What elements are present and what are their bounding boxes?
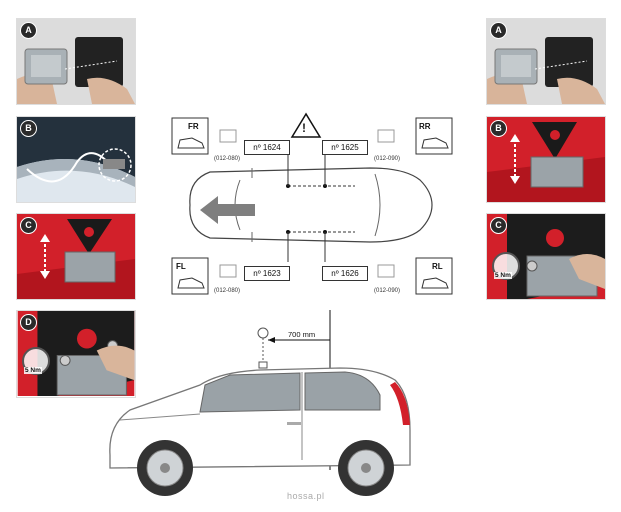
step-b-photo-left: B [16,116,136,203]
step-a-photo-left: A [16,18,136,105]
step-d-badge: D [20,314,37,331]
torque-label-left: 5 Nm [24,367,42,374]
step-a-badge: A [20,22,37,39]
step-c-badge: C [20,217,37,234]
step-a-photo-right: A [486,18,606,105]
code-rl: (012-090) [374,288,401,294]
label-fl: FL [176,262,186,271]
label-rr: RR [419,122,431,131]
step-c-badge-right: C [490,217,507,234]
part-number-1626: nº 1626 [322,266,368,281]
torque-label-right: 5 Nm [494,272,512,279]
rack-layout-diagram: ! FR RR FL RL nº 1624 nº 1625 nº 1623 nº… [170,110,460,300]
step-b-badge-right: B [490,120,507,137]
step-c-photo-right: C 5 Nm [486,213,606,300]
part-number-1623: nº 1623 [244,266,290,281]
dimension-label: 700 mm [288,330,316,339]
driving-direction-arrow [200,196,255,224]
code-fr: (012-080) [214,156,241,162]
warning-triangle-icon [290,112,322,138]
code-rr: (012-090) [374,156,401,162]
step-a-badge-right: A [490,22,507,39]
code-fl: (012-080) [214,288,241,294]
step-c-photo-left: C [16,213,136,300]
warning-symbol: ! [302,121,306,135]
step-b-badge: B [20,120,37,137]
label-rl: RL [432,262,443,271]
part-number-1624: nº 1624 [244,140,290,155]
label-fr: FR [188,122,199,131]
part-number-1625: nº 1625 [322,140,368,155]
step-d-photo-left: D 5 Nm [16,310,136,398]
step-b-photo-right: B [486,116,606,203]
watermark: hossa.pl [287,491,325,501]
car-top-outline [189,167,433,243]
